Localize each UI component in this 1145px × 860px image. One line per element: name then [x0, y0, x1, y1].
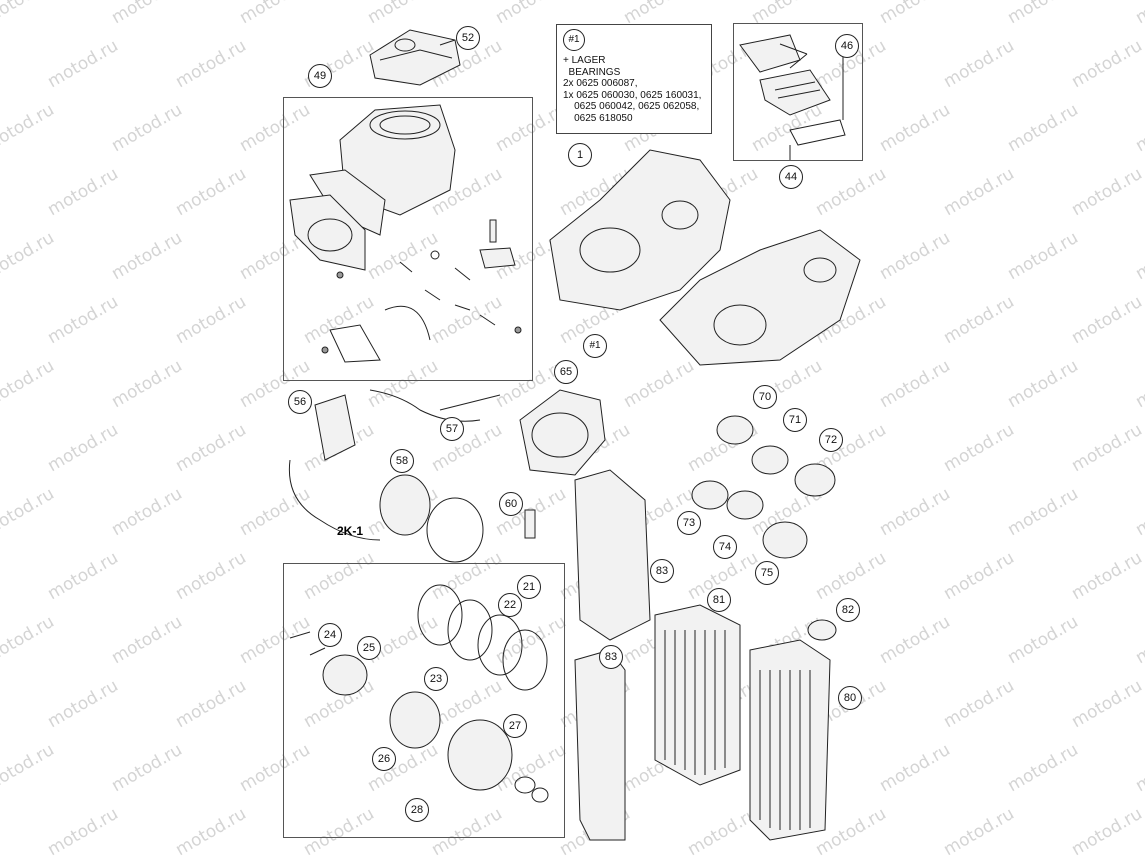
callout-57[interactable]: 57: [440, 417, 464, 441]
cylinder-head-part: [369, 29, 461, 86]
callout-73[interactable]: 73: [677, 511, 701, 535]
callout-70[interactable]: 70: [753, 385, 777, 409]
gearbox-gears-part: [691, 415, 836, 559]
callout-60[interactable]: 60: [499, 492, 523, 516]
radiator-guard-part: [574, 469, 651, 841]
callout-28[interactable]: 28: [405, 798, 429, 822]
radiator-part: [654, 604, 837, 841]
reed-valve-group-box: [733, 23, 863, 161]
callout-72[interactable]: 72: [819, 428, 843, 452]
callout-24[interactable]: 24: [318, 623, 342, 647]
callout-58[interactable]: 58: [390, 449, 414, 473]
callout-23[interactable]: 23: [424, 667, 448, 691]
stator-part: [379, 474, 484, 563]
callout-65[interactable]: 65: [554, 360, 578, 384]
callout-26[interactable]: 26: [372, 747, 396, 771]
callout-44[interactable]: 44: [779, 165, 803, 189]
callout-46[interactable]: 46: [835, 34, 859, 58]
callout-82[interactable]: 82: [836, 598, 860, 622]
callout-83-upper[interactable]: 83: [650, 559, 674, 583]
wiring-label-2k1: 2K-1: [337, 524, 364, 538]
callout-80[interactable]: 80: [838, 686, 862, 710]
cylinder-group-box: [283, 97, 533, 381]
callout-hash-1[interactable]: #1: [583, 334, 607, 358]
callout-83-lower[interactable]: 83: [599, 645, 623, 669]
callout-74[interactable]: 74: [713, 535, 737, 559]
note-ref-marker: #1: [563, 29, 585, 51]
callout-75[interactable]: 75: [755, 561, 779, 585]
callout-25[interactable]: 25: [357, 636, 381, 660]
ignition-cover-part: [519, 389, 606, 476]
callout-56[interactable]: 56: [288, 390, 312, 414]
callout-52[interactable]: 52: [456, 26, 480, 50]
callout-49[interactable]: 49: [308, 64, 332, 88]
callout-71[interactable]: 71: [783, 408, 807, 432]
bearings-note: #1 + LAGER BEARINGS 2x 0625 006087, 1x 0…: [556, 24, 712, 134]
callout-27[interactable]: 27: [503, 714, 527, 738]
callout-1[interactable]: 1: [568, 143, 592, 167]
clutch-group-box: [283, 563, 565, 838]
crankcase-part: [549, 149, 861, 366]
cdi-wiring-part: [288, 389, 501, 541]
note-text: + LAGER BEARINGS 2x 0625 006087, 1x 0625…: [563, 55, 702, 124]
reed-valve-part: [739, 34, 846, 146]
clutch-assembly-part: [289, 584, 549, 803]
spark-plug-part: [524, 509, 536, 539]
cylinder-assembly-part: [289, 104, 522, 363]
callout-81[interactable]: 81: [707, 588, 731, 612]
callout-22[interactable]: 22: [498, 593, 522, 617]
callout-21[interactable]: 21: [517, 575, 541, 599]
